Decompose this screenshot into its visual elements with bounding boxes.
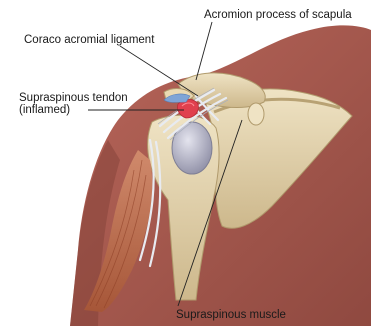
label-supraspinous-tendon: Supraspinous tendon — [19, 92, 128, 104]
acromion-knob — [248, 103, 264, 125]
label-acromion-process: Acromion process of scapula — [204, 9, 352, 21]
label-supraspinous-tendon-note: (inflamed) — [19, 104, 70, 116]
leader-acromion — [196, 22, 212, 80]
label-coraco-acromial-ligament: Coraco acromial ligament — [24, 34, 154, 46]
label-supraspinous-muscle: Supraspinous muscle — [176, 309, 286, 321]
